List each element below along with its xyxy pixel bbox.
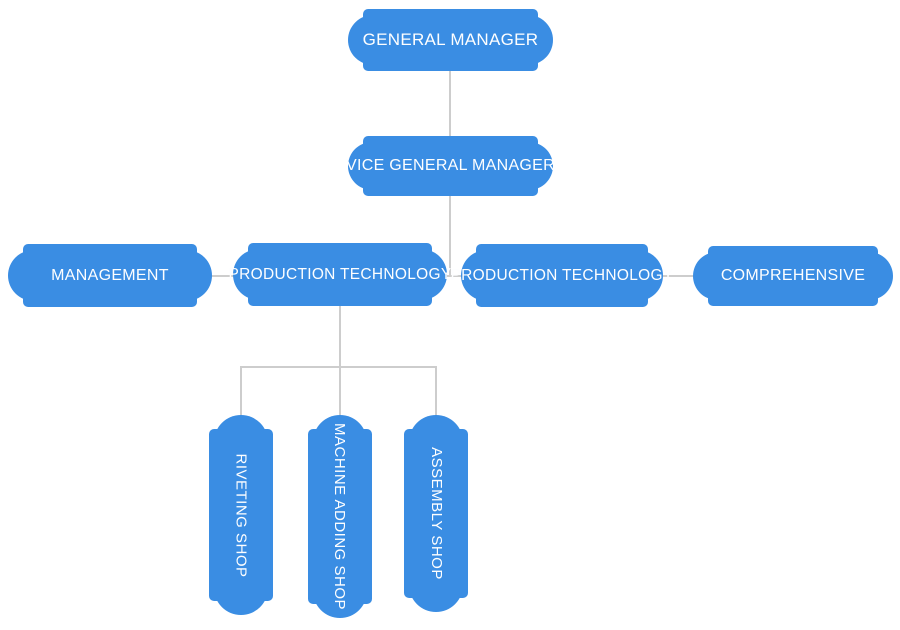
node-label: PRODUCTION TECHNOLOGY — [450, 266, 674, 284]
node-label: RIVETING SHOP — [232, 452, 250, 578]
node-shape-rect — [404, 429, 468, 598]
node-machine-adding-shop[interactable]: MACHINE ADDING SHOP — [308, 415, 372, 618]
node-riveting-shop[interactable]: RIVETING SHOP — [209, 415, 273, 615]
connector-pt2-comprehensive — [661, 275, 695, 277]
node-production-technology-2[interactable]: PRODUCTION TECHNOLOGY — [450, 244, 674, 307]
node-management[interactable]: MANAGEMENT — [8, 244, 212, 307]
node-shape-rect — [363, 136, 538, 196]
connector-shops-rail — [240, 366, 437, 368]
connector-gm-to-vgm — [449, 71, 451, 137]
connector-to-assembly-shop — [435, 366, 437, 417]
node-production-technology-1[interactable]: PRODUCTION TECHNOLOGY — [228, 243, 452, 306]
connector-management-pt1 — [210, 275, 235, 277]
node-shape-rect — [209, 429, 273, 601]
connector-pt1-pt2 — [445, 275, 463, 277]
node-label: PRODUCTION TECHNOLOGY — [228, 265, 452, 283]
node-shape-rect — [308, 429, 372, 604]
node-vice-general-manager[interactable]: VICE GENERAL MANAGER — [346, 136, 556, 196]
connector-to-riveting-shop — [240, 366, 242, 417]
node-label: GENERAL MANAGER — [362, 30, 539, 49]
connector-pt1-down — [339, 306, 341, 367]
node-label: ASSEMBLY SHOP — [427, 447, 445, 580]
connector-vgm-down — [449, 196, 451, 277]
node-label: MANAGEMENT — [51, 266, 169, 284]
node-shape-rect — [476, 244, 648, 307]
node-shape-rect — [708, 246, 878, 306]
node-label: MACHINE ADDING SHOP — [331, 422, 349, 611]
node-shape-rect — [23, 244, 197, 307]
node-shape-rect — [248, 243, 432, 306]
node-label: COMPREHENSIVE — [720, 267, 866, 284]
node-general-manager[interactable]: GENERAL MANAGER — [348, 9, 553, 71]
node-label: VICE GENERAL MANAGER — [346, 157, 556, 174]
node-shape-rect — [363, 9, 538, 71]
node-assembly-shop[interactable]: ASSEMBLY SHOP — [404, 415, 468, 612]
node-comprehensive[interactable]: COMPREHENSIVE — [693, 246, 893, 306]
connector-to-machine-adding — [339, 366, 341, 417]
